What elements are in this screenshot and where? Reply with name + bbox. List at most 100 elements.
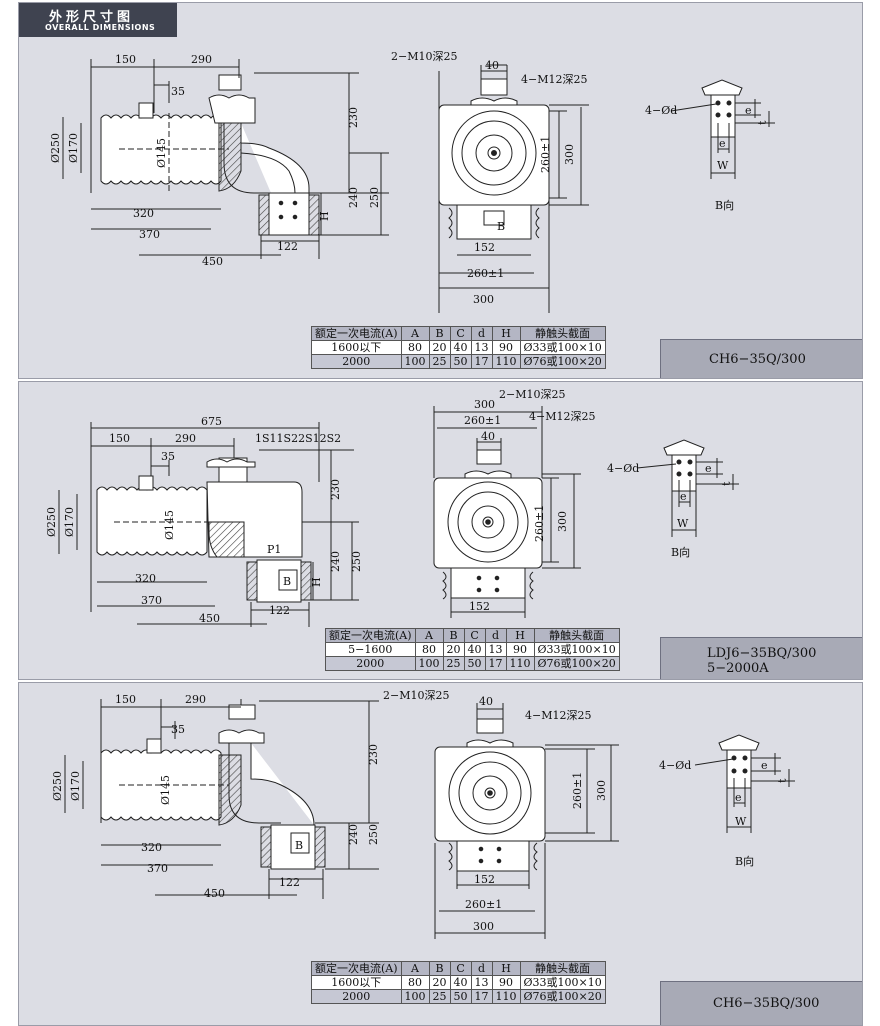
table-cell: 1600以下 [311,975,402,990]
label-e1: e [761,759,768,772]
table-row: 1600以下 80 20 40 13 90 Ø33或100×10 [311,975,606,990]
table-cell: 1600以下 [311,340,402,355]
col-A: A [400,326,430,341]
table-cell: Ø76或100×20 [533,656,620,671]
dim-260b: 260±1 [467,267,504,280]
dim-phi170: Ø170 [67,133,80,163]
col-B: B [442,628,465,643]
dim-40: 40 [481,430,495,443]
table-cell: 50 [463,656,486,671]
dim-450: 450 [202,255,223,268]
model-name: LDJ6−35BQ/300 [707,646,817,661]
model-box: CH6−35BQ/300 [660,981,862,1025]
table-cell: 13 [470,975,493,990]
table-cell: 80 [414,642,444,657]
table-cell: 2000 [311,989,402,1004]
table-cell: 2000 [325,656,416,671]
table-cell: 40 [463,642,486,657]
label-t: t [776,778,789,783]
dim-150: 150 [115,693,136,706]
drawing-ch6-35q: 150 290 35 Ø250 Ø170 Ø145 230 240 250 H … [49,50,775,313]
dim-260-pm: 260±1 [533,505,546,542]
table-cell: 110 [491,989,521,1004]
dim-phi145: Ø145 [159,775,172,805]
table-cell: 13 [470,340,493,355]
label-e2: e [719,137,726,150]
dim-260-pm: 260±1 [571,772,584,809]
dim-260b: 260±1 [465,898,502,911]
col-A: A [414,628,444,643]
col-C: C [463,628,486,643]
dim-250: 250 [368,187,381,208]
label-P1: P1 [267,543,281,556]
dim-320: 320 [133,207,154,220]
label-e1: e [705,462,712,475]
dim-phi250: Ø250 [45,507,58,537]
table-cell: 50 [449,354,472,369]
model-box: LDJ6−35BQ/300 5−2000A [660,637,862,679]
dim-370: 370 [141,594,162,607]
col-B: B [428,961,451,976]
label-m10: 2−M10深25 [499,388,565,401]
table-cell: 100 [414,656,444,671]
table-cell: 2000 [311,354,402,369]
label-m12: 4−M12深25 [521,73,587,86]
label-W: W [677,517,689,530]
col-H: H [491,961,521,976]
dim-150: 150 [115,53,136,66]
section-header: 外形尺寸图 OVERALL DIMENSIONS [19,3,177,37]
table-cell: 90 [491,340,521,355]
dim-150: 150 [109,432,130,445]
table-cell: 17 [470,989,493,1004]
col-current: 额定一次电流(A) [311,961,402,976]
dim-phi170: Ø170 [63,507,76,537]
dim-230: 230 [329,479,342,500]
dim-300-v: 300 [595,780,608,801]
spec-table: 额定一次电流(A) A B C d H 静触头截面 5−1600 80 20 4… [325,628,620,671]
label-e2: e [735,791,742,804]
table-row: 2000 100 25 50 17 110 Ø76或100×20 [311,989,606,1004]
table-cell: 90 [505,642,535,657]
label-m12: 4−M12深25 [529,410,595,423]
panel-ldj6-35bq: 675 150 290 1S11S22S12S2 35 Ø250 Ø170 Ø1… [18,381,863,680]
label-bview: B向 [735,854,754,868]
dim-300b: 300 [473,920,494,933]
table-cell: 80 [400,340,430,355]
table-cell: 110 [491,354,521,369]
dim-phi250: Ø250 [51,771,64,801]
col-d: d [484,628,507,643]
dim-H: H [318,211,331,221]
dim-122: 122 [269,604,290,617]
dim-H: H [310,577,323,587]
table-row: 5−1600 80 20 40 13 90 Ø33或100×10 [325,642,620,657]
header-title-cn: 外形尺寸图 [49,10,135,25]
panel-ch6-35bq: 150 290 35 Ø250 Ø170 Ø145 230 240 250 B … [18,682,863,1026]
dim-290: 290 [191,53,212,66]
dim-370: 370 [139,228,160,241]
dim-230: 230 [347,107,360,128]
dim-300-top: 300 [474,398,495,411]
col-B: B [428,326,451,341]
label-m10: 2−M10深25 [383,689,449,702]
table-cell: 80 [400,975,430,990]
table-cell: 20 [442,642,465,657]
label-bview: B向 [715,198,734,212]
col-contact: 静触头截面 [519,326,606,341]
header-title-en: OVERALL DIMENSIONS [45,23,156,32]
dim-290: 290 [185,693,206,706]
table-cell: 25 [442,656,465,671]
table-header-row: 额定一次电流(A) A B C d H 静触头截面 [325,628,620,643]
table-cell: 25 [428,354,451,369]
table-row: 1600以下 80 20 40 13 90 Ø33或100×10 [311,340,606,355]
dim-35: 35 [171,85,185,98]
table-cell: 90 [491,975,521,990]
dim-250: 250 [367,824,380,845]
label-B: B [283,575,291,588]
col-H: H [505,628,535,643]
table-cell: Ø33或100×10 [519,975,606,990]
col-contact: 静触头截面 [519,961,606,976]
table-cell: Ø76或100×20 [519,354,606,369]
label-phid: 4−Ød [607,462,639,475]
label-m10: 2−M10深25 [391,50,457,63]
